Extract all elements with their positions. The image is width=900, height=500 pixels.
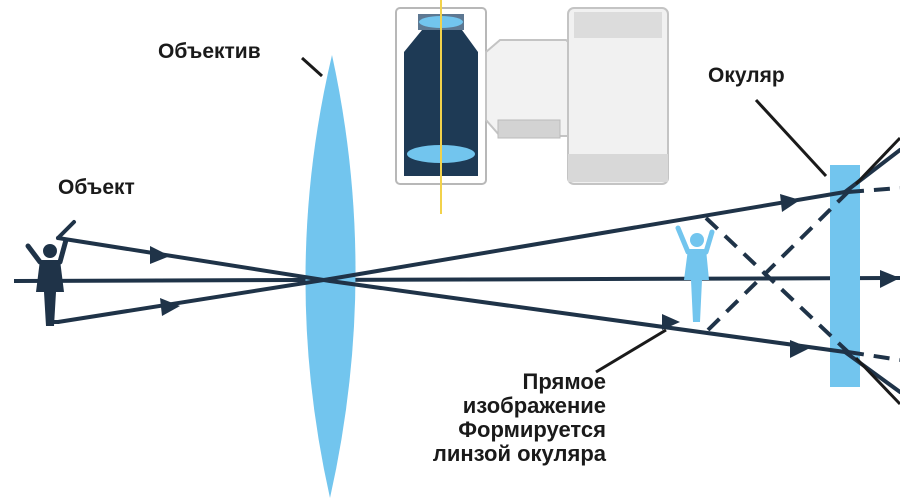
objective-lens (305, 55, 356, 498)
objective-label: Объектив (158, 40, 261, 63)
arrow-icon (150, 246, 170, 264)
optical-axis (13, 276, 900, 283)
arrow-icon (662, 314, 680, 330)
binocular-light-bottom (568, 154, 668, 182)
upright-image-line-1: Прямое (522, 369, 606, 394)
upright-image-line-3: Формируется (458, 417, 606, 442)
rays (46, 148, 900, 394)
object-label: Объект (58, 176, 135, 199)
upright-image-line-2: изображение (462, 393, 606, 418)
ray-bottom-to-objective (56, 277, 332, 324)
eyepiece-leader (754, 98, 828, 178)
arrow-icon (160, 298, 180, 316)
image-person-icon (675, 225, 715, 322)
person-waving-icon (25, 237, 69, 326)
binocular-cutaway-icon (395, 0, 669, 214)
eyepiece-cross-bottom (854, 356, 900, 406)
ray-arrows (150, 194, 900, 358)
ray-down-to-eyepiece (328, 279, 847, 354)
arrow-icon (790, 340, 810, 358)
eyepiece-label: Окуляр (708, 64, 785, 87)
ray-up-to-eyepiece (328, 190, 847, 281)
leader-lines (300, 56, 900, 406)
binocular-light-tube (567, 7, 669, 185)
arrow-icon (880, 270, 900, 288)
upright-image-line-4: линзой окуляра (432, 441, 606, 466)
dashed-lines (704, 186, 900, 362)
arrow-icon (780, 194, 800, 212)
objective-leader (300, 56, 324, 78)
upright-image-label: Прямое изображение Формируется линзой ок… (370, 370, 606, 466)
eyepiece-cross-top (854, 136, 900, 186)
image-leader (595, 328, 667, 374)
ray-top-to-objective (56, 236, 332, 283)
binocular-bridge-ring (497, 119, 561, 139)
binocular-light-top (574, 12, 662, 38)
